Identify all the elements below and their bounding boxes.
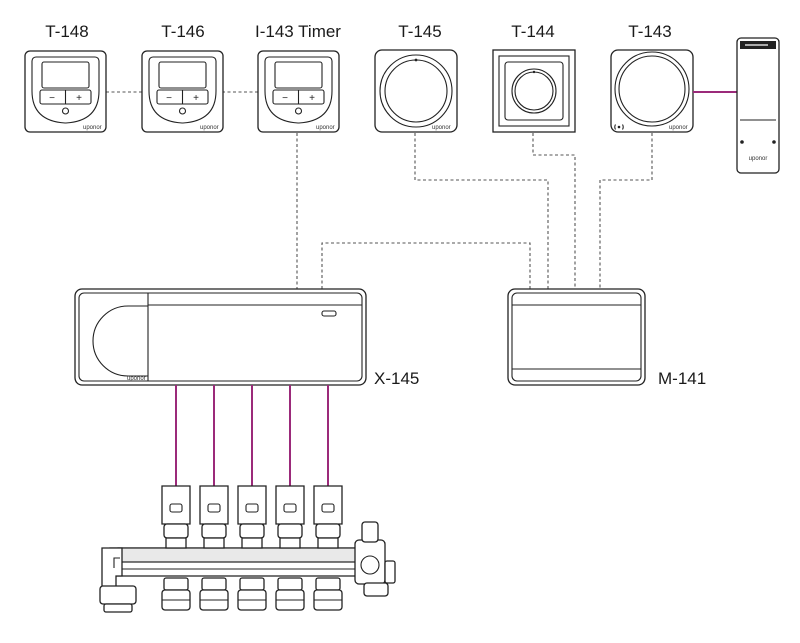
- minus-button-icon: −: [166, 93, 172, 104]
- actuator-1: [161, 485, 191, 611]
- plus-button-icon: +: [193, 93, 199, 104]
- brand-logo: uponor: [127, 376, 146, 382]
- brand-logo: uponor: [83, 125, 102, 131]
- wireless-signal-icon: [614, 124, 624, 130]
- dial-marker-icon: [532, 70, 536, 74]
- brand-logo: uponor: [669, 125, 688, 131]
- thermostat-i143-timer: − + uponor: [257, 50, 340, 133]
- minus-button-icon: −: [282, 93, 288, 104]
- bus-wiring: [106, 91, 653, 289]
- label-t145: T-145: [398, 22, 441, 41]
- controller-x145: uponor: [74, 288, 367, 386]
- dial-marker-icon: [414, 58, 418, 62]
- label-m141: M-141: [658, 369, 706, 388]
- label-i143: I-143 Timer: [255, 22, 341, 41]
- thermostat-t146: − + uponor: [141, 50, 224, 133]
- manifold: [99, 521, 396, 613]
- brand-logo: uponor: [316, 125, 335, 131]
- label-t143: T-143: [628, 22, 671, 41]
- brand-logo: uponor: [749, 156, 768, 162]
- actuator-5: [313, 485, 343, 611]
- label-t146: T-146: [161, 22, 204, 41]
- label-x145: X-145: [374, 369, 419, 388]
- minus-button-icon: −: [49, 93, 55, 104]
- brand-logo: uponor: [200, 125, 219, 131]
- label-t144: T-144: [511, 22, 554, 41]
- thermostat-t144: [492, 49, 576, 133]
- status-led-icon: [321, 310, 337, 317]
- actuator-2: [199, 485, 229, 611]
- plus-button-icon: +: [76, 93, 82, 104]
- module-m141: [507, 288, 646, 386]
- remote-sensor: uponor: [736, 37, 780, 174]
- actuator-4: [275, 485, 305, 611]
- thermostat-t145: uponor: [374, 49, 458, 133]
- actuator-wires: [175, 385, 329, 486]
- brand-logo: uponor: [432, 125, 451, 131]
- actuator-3: [237, 485, 267, 611]
- plus-button-icon: +: [309, 93, 315, 104]
- thermostat-t148: − + uponor: [24, 50, 107, 133]
- label-t148: T-148: [45, 22, 88, 41]
- thermostat-t143: uponor: [610, 49, 694, 133]
